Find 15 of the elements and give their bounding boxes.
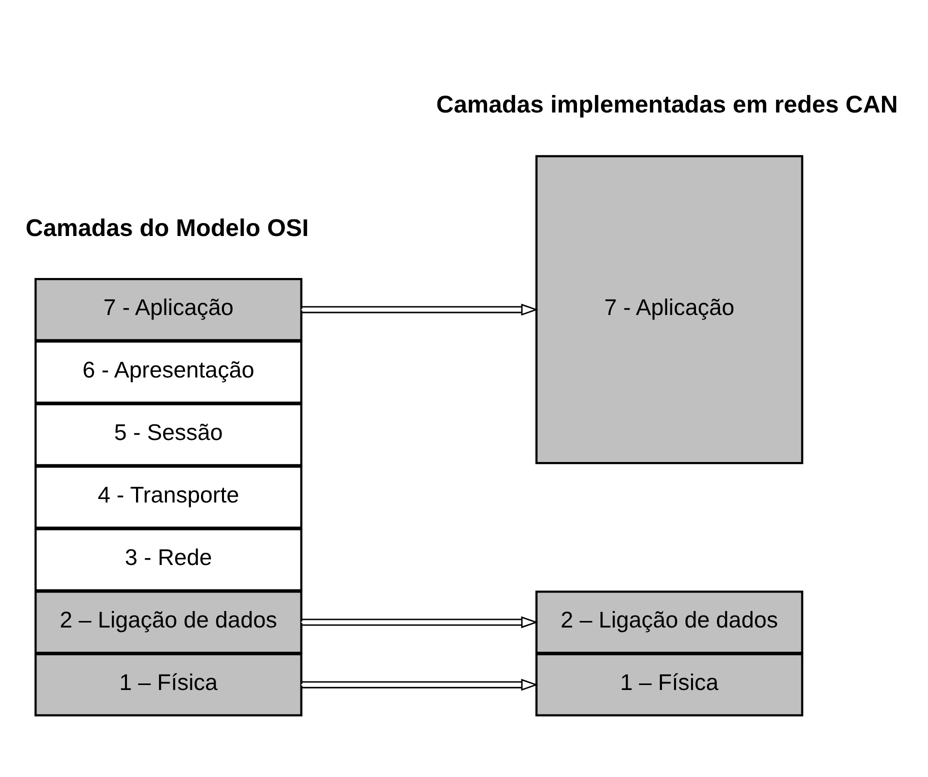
label: Camadas implementadas em redes CAN — [436, 91, 898, 118]
node-box: 6 - Apresentação — [34, 340, 302, 404]
node-box: 7 - Aplicação — [535, 155, 804, 464]
node-box: 3 - Rede — [34, 528, 302, 592]
node-box: 2 – Ligação de dados — [535, 590, 804, 654]
node-box: 7 - Aplicação — [34, 278, 302, 342]
arrow — [301, 616, 538, 628]
node-box: 1 – Física — [535, 653, 804, 716]
arrow — [301, 678, 538, 691]
node-box: 1 – Física — [34, 653, 302, 716]
arrow — [301, 304, 538, 316]
label: Camadas do Modelo OSI — [26, 214, 309, 242]
node-box: 2 – Ligação de dados — [34, 590, 302, 654]
node-box: 5 - Sessão — [34, 403, 302, 466]
node-box: 4 - Transporte — [34, 466, 302, 529]
